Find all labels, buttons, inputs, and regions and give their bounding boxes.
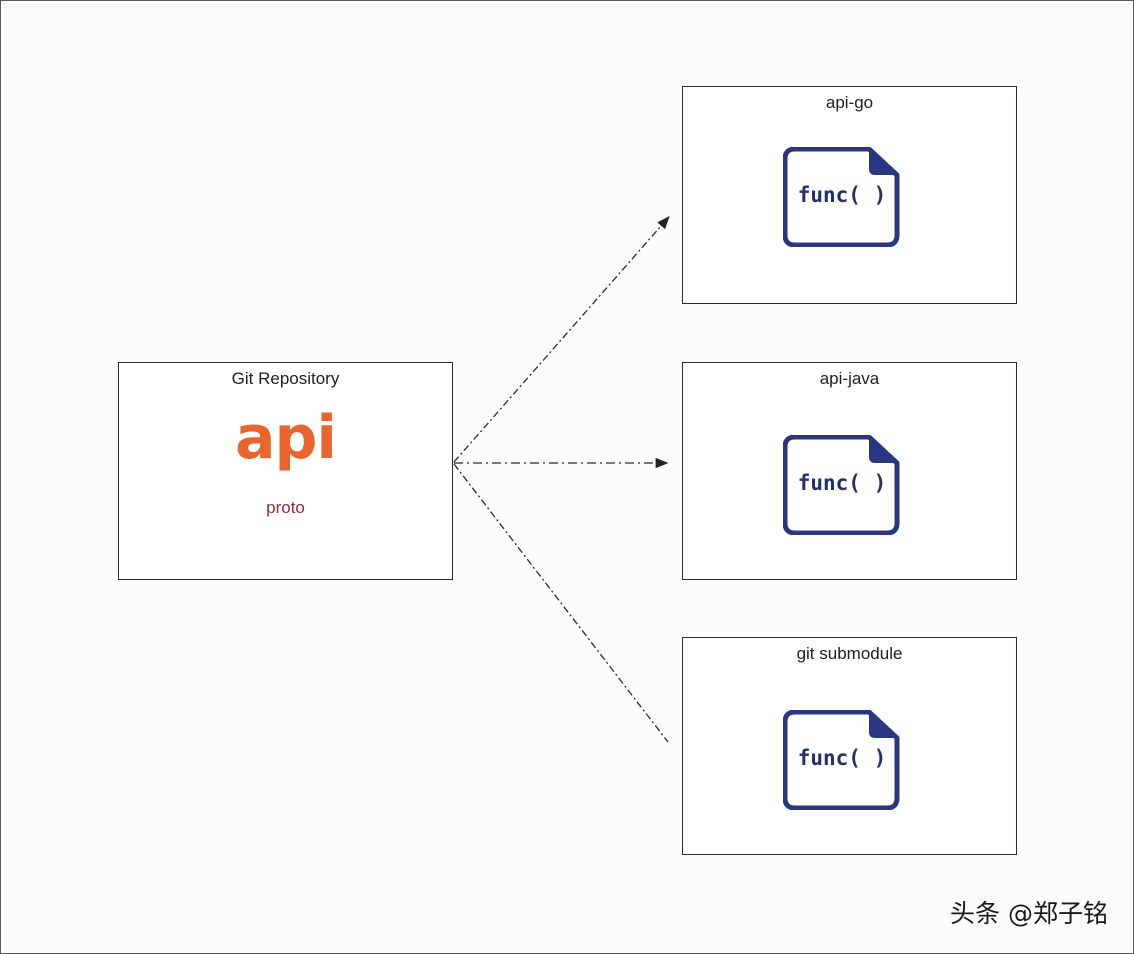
file-code-icon: func( ) xyxy=(782,434,901,536)
api-java-title: api-java xyxy=(819,369,880,388)
watermark: 头条 @郑子铭 xyxy=(950,899,1108,928)
file-code-icon: func( ) xyxy=(782,709,901,811)
line-to-git-submodule xyxy=(453,463,669,743)
api-go-box: api-go func( ) xyxy=(682,86,1017,304)
proto-label: proto xyxy=(266,498,305,517)
git-submodule-title: git submodule xyxy=(796,644,903,663)
api-logo: api xyxy=(234,403,337,473)
func-label: func( ) xyxy=(797,183,887,207)
arrow-to-api-go xyxy=(453,216,670,463)
func-label: func( ) xyxy=(797,471,887,495)
file-code-icon: func( ) xyxy=(782,146,901,248)
git-submodule-box: git submodule func( ) xyxy=(682,637,1017,855)
api-java-box: api-java func( ) xyxy=(682,362,1017,580)
git-repository-box: Git Repository xyxy=(118,362,453,580)
api-go-title: api-go xyxy=(825,93,874,112)
func-label: func( ) xyxy=(797,746,887,770)
git-repository-title: Git Repository xyxy=(231,369,340,388)
